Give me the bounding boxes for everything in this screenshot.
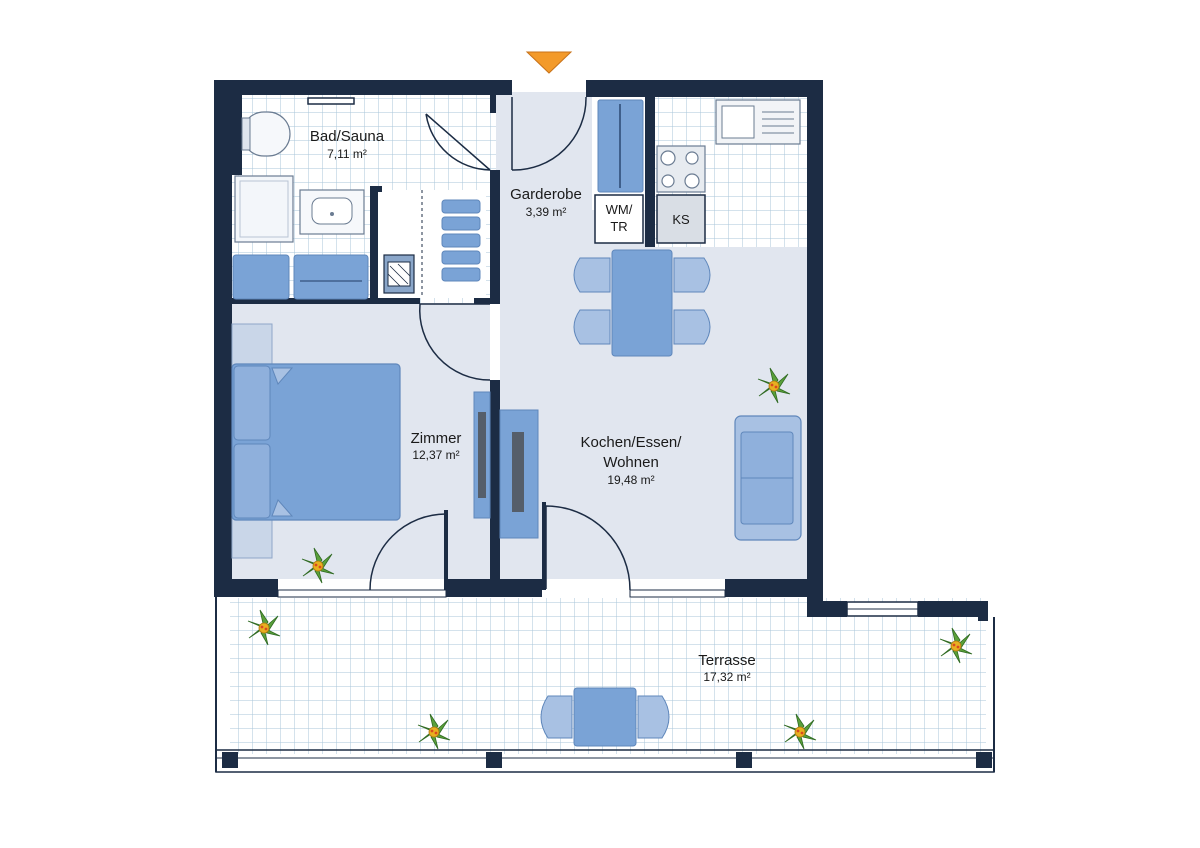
kochen-name-line1: Kochen/Essen/ [581, 434, 683, 451]
terrace-chair-right [637, 695, 670, 739]
kochen-area: 19,48 m² [607, 473, 654, 487]
ks-label: KS [672, 212, 690, 227]
wall-outer-right [807, 80, 823, 617]
wall-bottom-left [214, 579, 278, 597]
garderobe-name: Garderobe [510, 186, 582, 203]
dining-table [611, 249, 673, 357]
kitchen-fixtures [594, 99, 801, 244]
chair-left-bottom [573, 309, 611, 345]
shower-icon [234, 175, 294, 243]
zimmer-name: Zimmer [411, 430, 462, 447]
terrasse-name: Terrasse [698, 652, 756, 669]
dining-set [573, 249, 711, 357]
ks-box [656, 194, 706, 244]
bad-name: Bad/Sauna [310, 128, 385, 145]
wm-tr-box [594, 194, 644, 244]
wall-zimmer-right [490, 380, 500, 580]
sofa [734, 415, 802, 541]
wall-terrace-right-top [807, 601, 847, 617]
door-entrance [511, 96, 587, 171]
chair-right-bottom [673, 309, 711, 345]
wall-terrace-right [978, 601, 988, 621]
wall-bad-inner-vertical [232, 95, 242, 175]
wall-outer-left [214, 80, 232, 597]
wall-sauna-left [370, 186, 378, 300]
chair-left-top [573, 257, 611, 293]
room-labels: Bad/Sauna 7,11 m² Garderobe 3,39 m² Zimm… [310, 128, 756, 684]
window-zimmer [277, 589, 447, 598]
bed [231, 323, 401, 559]
windows [277, 97, 919, 617]
wall-terrace-right-top2 [918, 601, 988, 617]
bathroom-cabinet-right [293, 254, 369, 300]
wall-sauna-top [370, 186, 382, 192]
terrasse-area: 17,32 m² [703, 670, 750, 684]
garderobe-area: 3,39 m² [526, 205, 567, 219]
wall-bad-right-low [490, 170, 500, 304]
terrace-table [573, 687, 637, 747]
wall-bottom-mid [446, 579, 542, 597]
chair-right-top [673, 257, 711, 293]
door-bad [425, 113, 491, 171]
wall-bottom-right [725, 579, 823, 597]
terrace-railing [215, 597, 995, 773]
window-kochen [629, 589, 726, 598]
kochen-name-line2: Wohnen [603, 454, 659, 471]
wall-bad-right [490, 95, 496, 113]
window-bad [307, 97, 355, 105]
floors [230, 92, 986, 754]
sauna-benches [441, 199, 481, 282]
bathroom-fixtures [232, 111, 481, 300]
wm-label-line1: WM/ [606, 202, 633, 217]
kochen-floor [500, 210, 807, 579]
bad-area: 7,11 m² [327, 147, 367, 161]
wall-outer-top-right [586, 80, 823, 97]
sauna-stove-icon [383, 254, 415, 294]
walls [214, 80, 988, 621]
wall-bad-bottom [232, 298, 420, 304]
wall-outer-top-left [214, 80, 512, 95]
entrance-arrow-icon [525, 51, 573, 74]
wm-label-line2: TR [610, 219, 627, 234]
tv-units [473, 391, 539, 539]
zimmer-area: 12,37 m² [412, 448, 459, 462]
terrace-dining-set [540, 687, 670, 747]
wall-bad-bottom-right [474, 298, 500, 304]
terrace-chair-left [540, 695, 573, 739]
bathroom-cabinet-left [232, 254, 290, 300]
door-zimmer-from-hall [418, 303, 491, 381]
wall-garderobe-right [645, 97, 655, 247]
